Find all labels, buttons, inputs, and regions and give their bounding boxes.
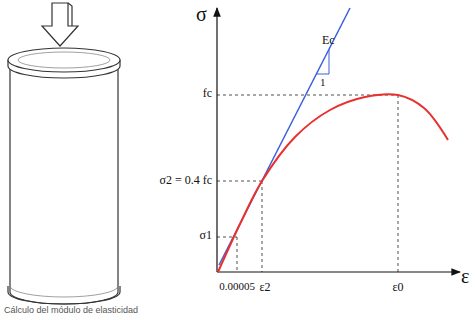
concrete-cylinder: [8, 48, 120, 304]
strain-label: ε0: [392, 281, 403, 293]
guide-lines: [217, 95, 398, 272]
strain-label: 0.00005: [219, 281, 255, 292]
slope-triangle: [316, 49, 329, 74]
stress-label: σ2 = 0.4 fc: [159, 174, 212, 186]
axis-label: σ: [196, 4, 207, 24]
load-arrow: [42, 3, 78, 46]
strength-label: fc: [203, 87, 212, 99]
slope-unit: 1: [320, 77, 326, 88]
stress-strain-curve: [218, 94, 448, 272]
axis-label: ε: [461, 266, 469, 286]
strain-label: ε2: [259, 281, 270, 293]
figure-caption: Cálculo del módulo de elasticidad: [4, 306, 138, 315]
stress-label: σ1: [200, 229, 212, 241]
axes: [217, 8, 460, 272]
modulus-label: Ec: [322, 34, 335, 46]
